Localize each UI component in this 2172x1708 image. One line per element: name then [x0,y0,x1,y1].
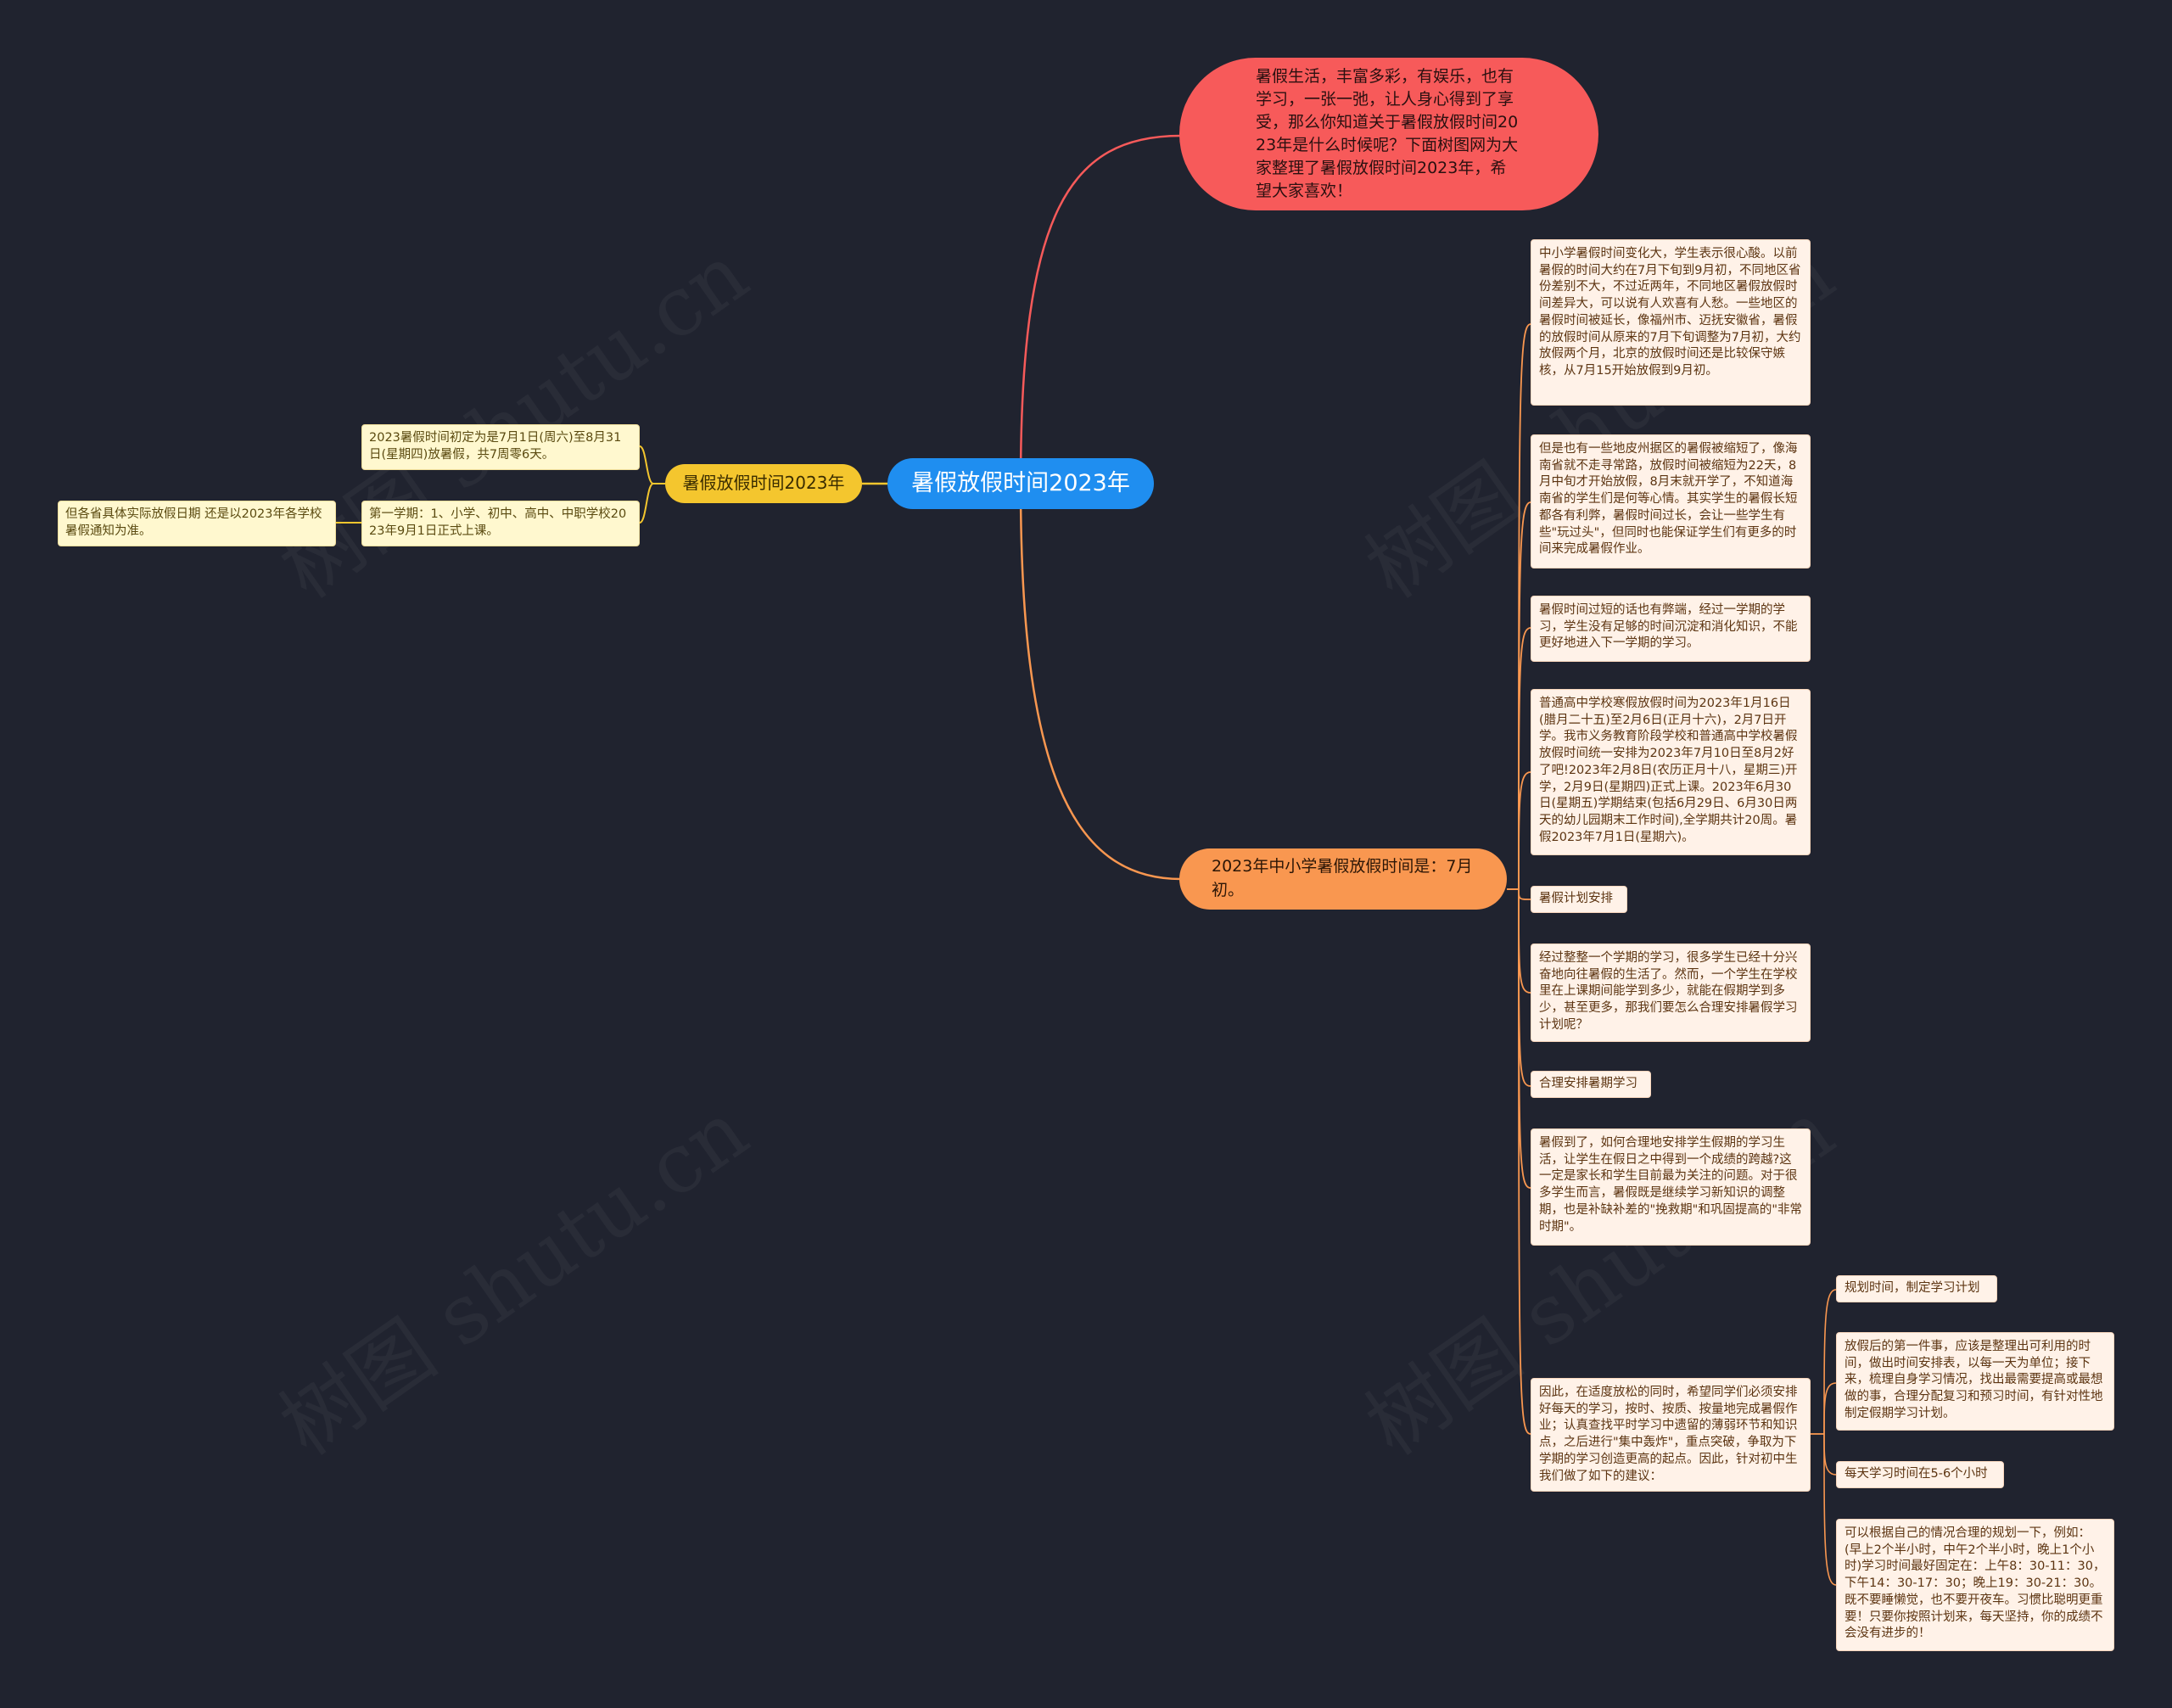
branch-school-holiday-time[interactable]: 2023年中小学暑假放假时间是：7月初。 [1179,848,1507,910]
sub-leaf-organize-time[interactable]: 放假后的第一件事，应该是整理出可利用的时间，做出时间安排表，以每一天为单位；接下… [1836,1332,2114,1431]
connector-sub-3 [1823,1433,1837,1476]
left-leaf-first-semester[interactable]: 第一学期：1、小学、初中、高中、中职学校2023年9月1日正式上课。 [361,501,640,546]
sub-leaf-daily-schedule[interactable]: 可以根据自己的情况合理的规划一下，例如：(早上2个半小时，中午2个半小时，晚上1… [1836,1519,2114,1651]
right-leaf-high-school-schedule[interactable]: 普通高中学校寒假放假时间为2023年1月16日(腊月二十五)至2月6日(正月十六… [1531,689,1811,855]
branch-summer-holiday-2023[interactable]: 暑假放假时间2023年 [665,464,862,503]
connector-orange-leaf-1 [1518,323,1531,890]
connector-root-orange [1019,483,1182,881]
branch-school-holiday-label: 2023年中小学暑假放假时间是：7月初。 [1212,857,1473,899]
connector-yellow-leaf-1 [639,445,665,484]
left-leaf-holiday-dates[interactable]: 2023暑假时间初定为是7月1日(周六)至8月31日(星期四)放暑假，共7周零6… [361,424,640,470]
right-leaf-suggestions[interactable]: 因此，在适度放松的同时，希望同学们必须安排好每天的学习，按时、按质、按量地完成暑… [1531,1378,1811,1492]
right-leaf-short-holiday-drawback[interactable]: 暑假时间过短的话也有弊端，经过一学期的学习，学生没有足够的时间沉淀和消化知识，不… [1531,596,1811,662]
connector-orange-leaf-2 [1518,501,1531,890]
right-leaf-shortened-holiday[interactable]: 但是也有一些地皮州据区的暑假被缩短了，像海南省就不走寻常路，放假时间被缩短为22… [1531,434,1811,568]
connector-sub-1 [1823,1289,1837,1435]
connector-yellow-leaf-2 [639,483,665,524]
intro-topic[interactable]: 暑假生活，丰富多彩，有娱乐，也有学习，一张一弛，让人身心得到了享受，那么你知道关… [1179,58,1598,210]
connector-orange-leaf-5 [1518,888,1531,900]
right-leaf-how-to-arrange[interactable]: 暑假到了，如何合理地安排学生假期的学习生活，让学生在假日之中得到一个成绩的跨越?… [1531,1128,1811,1246]
right-leaf-plan-intro[interactable]: 经过整整一个学期的学习，很多学生已经十分兴奋地向往暑假的生活了。然而，一个学生在… [1531,944,1811,1042]
connector-orange-leaf-9 [1518,888,1531,1435]
connector-root-intro [1019,134,1182,484]
right-leaf-holiday-changes[interactable]: 中小学暑假时间变化大，学生表示很心酸。以前暑假的时间大约在7月下旬到9月初，不同… [1531,239,1811,406]
connector-sub-2 [1823,1382,1837,1435]
right-leaf-arrange-study[interactable]: 合理安排暑期学习 [1531,1071,1651,1098]
intro-text: 暑假生活，丰富多彩，有娱乐，也有学习，一张一弛，让人身心得到了享受，那么你知道关… [1256,67,1519,200]
left-subleaf-note[interactable]: 但各省具体实际放假日期 还是以2023年各学校暑假通知为准。 [58,501,336,546]
right-leaf-summer-plan[interactable]: 暑假计划安排 [1531,886,1627,913]
connector-orange-leaf-3 [1518,627,1531,890]
connector-sub-4 [1823,1433,1837,1586]
sub-leaf-study-hours[interactable]: 每天学习时间在5-6个小时 [1836,1461,2004,1488]
root-topic[interactable]: 暑假放假时间2023年 [887,458,1154,509]
sub-leaf-make-plan[interactable]: 规划时间，制定学习计划 [1836,1275,1997,1302]
connector-orange-leaf-4 [1518,771,1531,890]
connector-orange-leaf-6 [1518,888,1531,994]
connector-orange-leaf-8 [1518,888,1531,1189]
connector-orange-leaf-7 [1518,888,1531,1087]
